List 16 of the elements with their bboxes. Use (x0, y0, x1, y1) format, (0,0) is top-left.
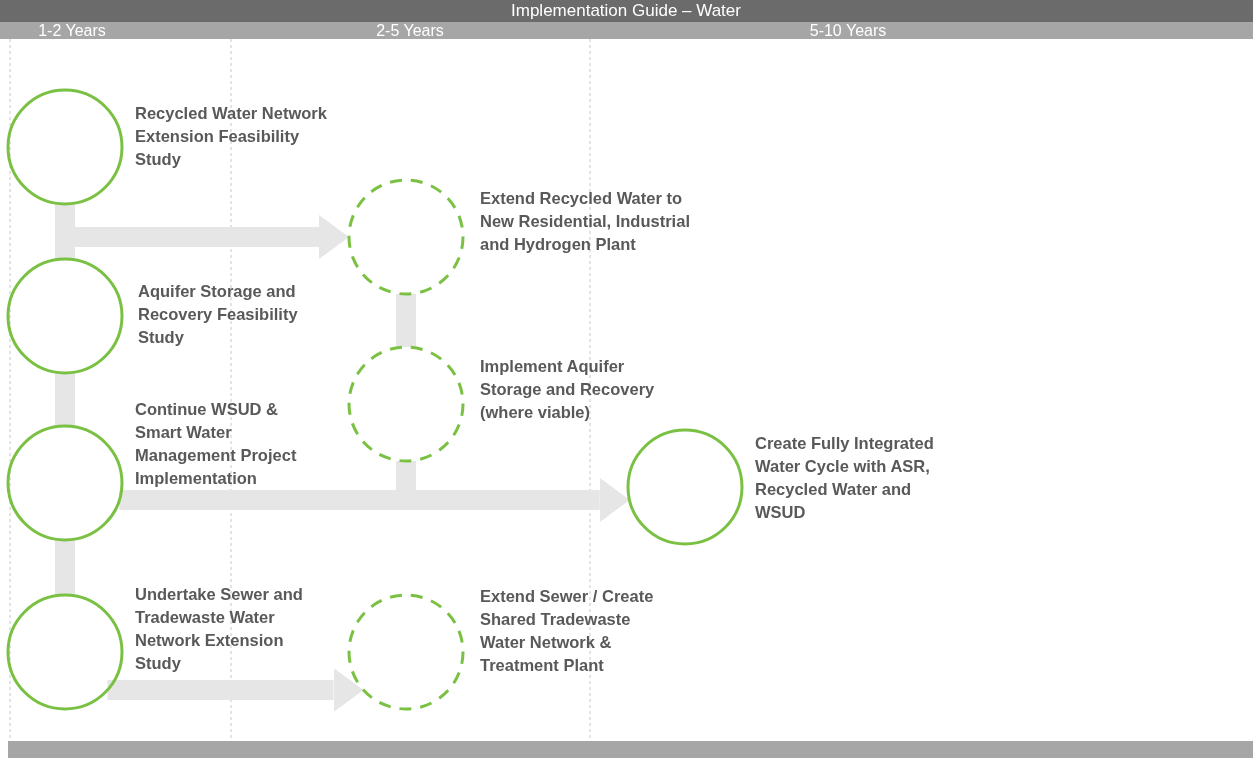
connector-bar (55, 373, 75, 426)
milestone-text: Extend Recycled Water to New Residential, Industrial and Hydrogen Plant (480, 188, 691, 255)
milestone-text: Create Fully Integrated Water Cycle with ASR, Recycled Water and WSUD (755, 433, 935, 523)
diagram-title: Implementation Guide – Water (511, 0, 741, 22)
column-heading: 1-2 Years (38, 22, 106, 39)
milestone-text: Extend Sewer / Create Shared Tradewaste Water Network & Treatment Plant (480, 586, 655, 676)
connector-bar (55, 540, 75, 595)
milestone-text: Continue WSUD & Smart Water Management Project Implementation (135, 399, 298, 489)
milestone-text: Implement Aquifer Storage and Recovery (where viable) (480, 356, 656, 423)
milestone-text: Recycled Water Network Extension Feasibility Study (135, 103, 328, 170)
milestone-text: Aquifer Storage and Recovery Feasibility Study (138, 281, 299, 348)
arrow (396, 461, 630, 522)
connector-bar (396, 294, 416, 347)
column-heading: 2-5 Years (376, 22, 444, 39)
column-heading: 5-10 Years (809, 22, 887, 39)
milestone-text: Undertake Sewer and Tradewaste Water Network Extension Study (135, 584, 304, 674)
